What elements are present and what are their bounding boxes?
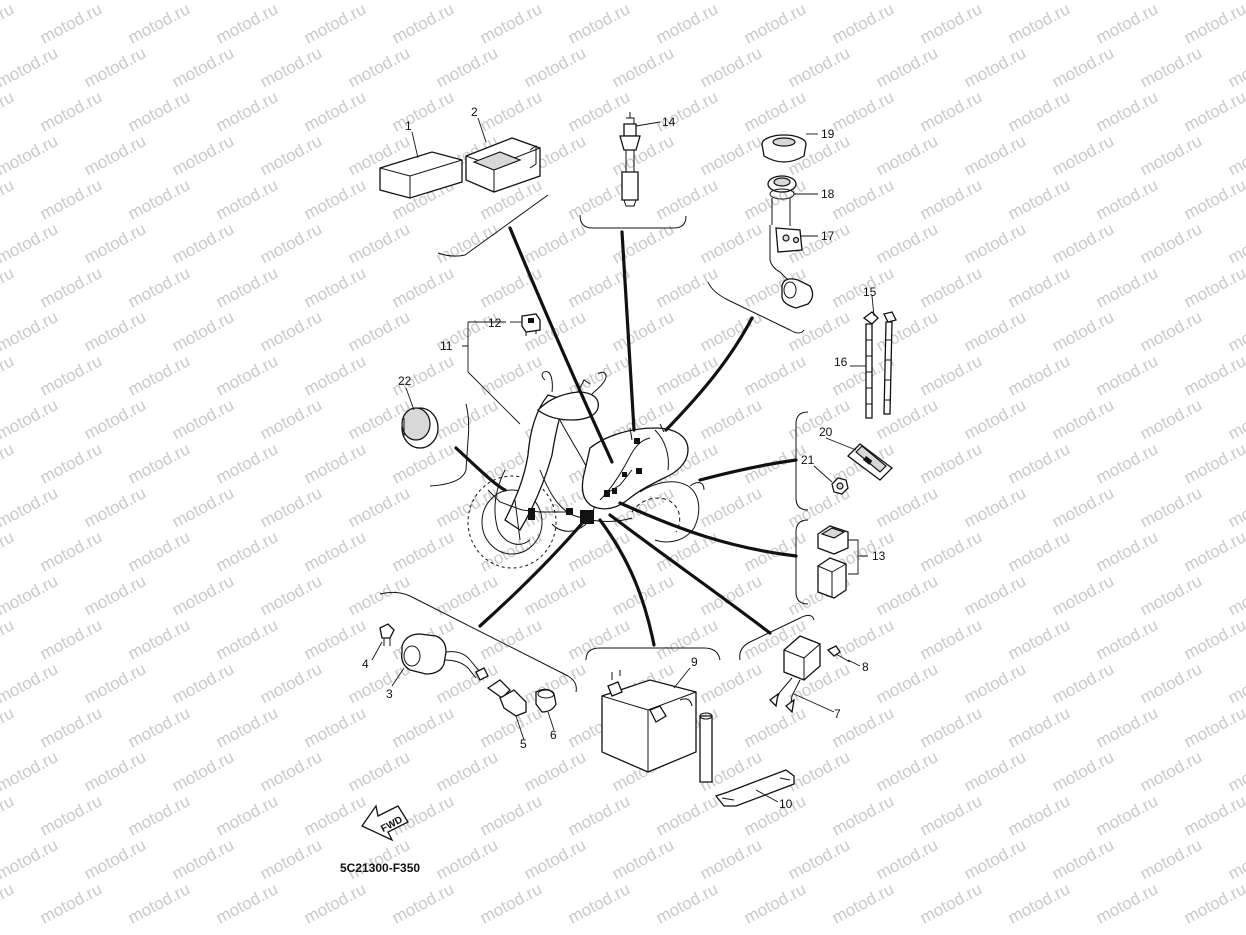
callout-1: 1	[405, 119, 412, 133]
callout-9: 9	[691, 655, 698, 669]
part-20-rubber-pad[interactable]	[847, 443, 893, 481]
callout-14: 14	[662, 115, 676, 129]
part-1-control-unit[interactable]	[379, 151, 463, 199]
watermark-text: motod.ru	[1225, 0, 1246, 4]
part-5-spark-plug-cap[interactable]	[486, 679, 527, 717]
part-16-cable-tie[interactable]	[862, 311, 879, 419]
callout-4: 4	[362, 657, 369, 671]
callout-6: 6	[550, 728, 557, 742]
part-21-nut[interactable]	[831, 477, 849, 495]
callout-19: 19	[821, 127, 835, 141]
callout-2: 2	[471, 105, 478, 119]
part-2-rectifier-regulator[interactable]	[465, 137, 541, 193]
part-9-vent-tube[interactable]	[699, 712, 713, 783]
part-18-gasket[interactable]	[767, 175, 797, 200]
callout-5: 5	[520, 737, 527, 751]
callout-13: 13	[872, 549, 886, 563]
part-17-fuel-sender-unit[interactable]	[769, 198, 814, 309]
callout-7: 7	[834, 707, 841, 721]
callout-3: 3	[386, 687, 393, 701]
group-brackets	[379, 194, 815, 693]
callout-22: 22	[398, 374, 412, 388]
part-12-fuse[interactable]	[521, 313, 541, 336]
part-19-grommet[interactable]	[761, 134, 807, 163]
callout-8: 8	[862, 660, 869, 674]
callout-18: 18	[821, 187, 835, 201]
part-8-screw[interactable]	[826, 645, 851, 663]
callout-leaders	[371, 117, 875, 803]
part-10-battery-band[interactable]	[714, 769, 795, 807]
callout-20: 20	[819, 425, 833, 439]
callout-17: 17	[821, 229, 835, 243]
part-14-sensor-switch[interactable]	[619, 112, 641, 207]
harness-leader-wires	[454, 226, 798, 647]
callout-11: 11	[440, 339, 453, 353]
part-3-ignition-coil[interactable]	[401, 633, 489, 681]
callout-15: 15	[863, 285, 877, 299]
part-15-cable-tie[interactable]	[883, 311, 897, 415]
part-22-cap[interactable]	[401, 407, 439, 449]
diagram-code: 5C21300-F350	[340, 861, 420, 875]
callout-16: 16	[834, 355, 848, 369]
part-7-flasher-relay[interactable]	[769, 635, 821, 714]
part-9-battery[interactable]	[601, 670, 697, 773]
part-6-boot[interactable]	[535, 688, 557, 713]
part-4-bolt[interactable]	[379, 623, 395, 646]
callout-labels: 1 2 3 4 5 6 7 8 9 10 11 12 13 14 15 16 1…	[362, 105, 886, 811]
part-13-relay-set[interactable]	[817, 525, 849, 599]
callout-12: 12	[488, 316, 502, 330]
callout-10: 10	[779, 797, 793, 811]
callout-21: 21	[801, 453, 815, 467]
